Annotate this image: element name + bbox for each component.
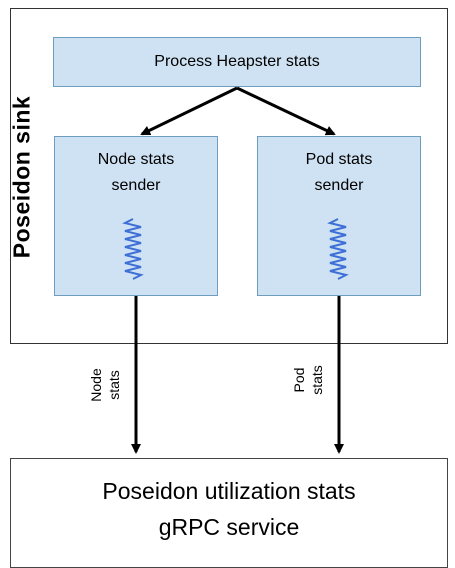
- pod-stats-sender-label: Pod stats sender: [258, 147, 420, 199]
- service-label-line2: gRPC service: [158, 514, 300, 540]
- node-stats-sender-line2: sender: [111, 177, 161, 194]
- service-label-line1: Poseidon utilization stats: [102, 478, 356, 504]
- node-stats-sender-label: Node stats sender: [55, 147, 217, 199]
- node-stats-sender-box: Node stats sender: [54, 136, 218, 296]
- pod-sender-spring-icon: [327, 218, 349, 280]
- node-sender-spring-icon: [122, 218, 144, 280]
- pod-stats-sender-box: Pod stats sender: [257, 136, 421, 296]
- pod-stats-sender-line2: sender: [314, 177, 364, 194]
- poseidon-utilization-grpc-service-box: Poseidon utilization stats gRPC service: [10, 458, 448, 568]
- node-stats-sender-line1: Node stats: [97, 151, 175, 168]
- pod-stats-sender-line1: Pod stats: [305, 151, 373, 168]
- process-heapster-stats-label: Process Heapster stats: [154, 53, 320, 70]
- process-to-node-sender-arrow: [140, 86, 238, 136]
- diagram-connectors: [122, 86, 349, 454]
- process-to-pod-sender-arrow: [236, 86, 336, 136]
- process-heapster-stats-box: Process Heapster stats: [53, 37, 421, 87]
